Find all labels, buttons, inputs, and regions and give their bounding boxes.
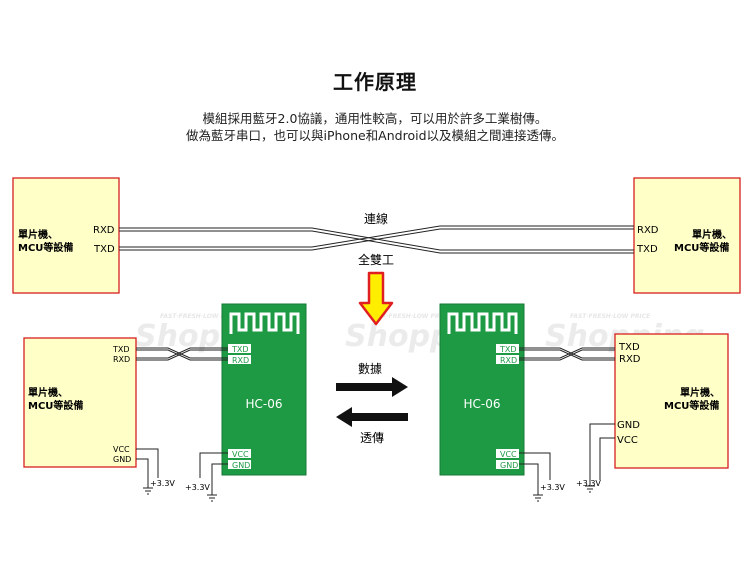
left-module-board — [221, 303, 307, 476]
right-module-pin-rxd: RXD — [500, 356, 517, 365]
top-left-pin-txd: TXD — [93, 244, 115, 255]
right-mcu-supply: +3.3V — [576, 479, 601, 488]
bottom-left-mcu-pin-vcc: VCC — [113, 445, 130, 454]
data-label: 數據 — [358, 362, 382, 376]
description-line-1: 模組採用藍牙2.0協議，通用性較高，可以用於許多工業樹傳。 — [202, 111, 548, 126]
bottom-right-mcu-pin-vcc: VCC — [617, 435, 638, 446]
bottom-left-mcu-line1: 單片機、 — [28, 386, 68, 399]
duplex-label: 全雙工 — [358, 252, 394, 267]
bottom-left-mcu-line2: MCU等設備 — [28, 399, 83, 412]
watermark-tagline-1: FAST·FRESH·LOW PRICE — [160, 313, 241, 320]
right-module-name: HC-06 — [463, 397, 500, 411]
watermark-tagline-3: FAST·FRESH·LOW PRICE — [570, 313, 651, 320]
connection-label: 連線 — [364, 211, 388, 226]
bottom-left-mcu-pin-gnd: GND — [113, 455, 131, 464]
left-module-pin-rxd: RXD — [232, 356, 249, 365]
top-right-device-line2: MCU等設備 — [674, 241, 729, 254]
bottom-left-mcu-box — [23, 337, 137, 468]
left-module-antenna-icon — [229, 312, 300, 334]
top-left-device-line2: MCU等設備 — [18, 241, 73, 254]
bottom-right-mcu-box — [614, 333, 729, 469]
bottom-left-mcu-pin-rxd: RXD — [113, 355, 130, 364]
left-arrow-icon — [336, 407, 408, 427]
top-right-pin-rxd: RXD — [637, 225, 659, 236]
left-module-name: HC-06 — [245, 397, 282, 411]
top-left-device-line1: 單片機、 — [18, 228, 58, 241]
right-module-board — [439, 303, 525, 476]
top-right-device-line1: 單片機、 — [692, 228, 732, 241]
right-crossed-wires — [519, 347, 615, 361]
left-module-pin-vcc-box — [228, 449, 251, 458]
right-module-pin-gnd: GND — [500, 461, 518, 470]
bottom-right-mcu-pin-rxd: RXD — [619, 354, 641, 365]
right-module-pin-vcc-box — [496, 449, 519, 458]
bottom-left-mcu-pin-txd: TXD — [112, 345, 130, 354]
right-module-supply: +3.3V — [540, 483, 565, 492]
top-left-pin-rxd: RXD — [93, 225, 115, 236]
left-module-supply: +3.3V — [185, 483, 210, 492]
left-mcu-supply: +3.3V — [150, 479, 175, 488]
top-left-device-box — [12, 177, 120, 294]
right-module-pin-gnd-box — [496, 460, 519, 469]
bottom-right-mcu-pin-txd: TXD — [618, 342, 640, 353]
right-arrow-icon — [336, 377, 408, 397]
watermark-tagline-2: FAST·FRESH·LOW PRICE — [370, 313, 451, 320]
bottom-right-mcu-line2: MCU等設備 — [664, 399, 719, 412]
right-module-pin-txd: TXD — [499, 345, 517, 354]
left-module-pin-gnd-box — [228, 460, 251, 469]
left-module-pin-rxd-box — [228, 355, 251, 364]
top-right-device-box — [633, 177, 741, 294]
left-module-pin-txd-box — [228, 344, 251, 353]
left-crossed-wires — [136, 347, 228, 361]
right-module-pin-rxd-box — [496, 355, 519, 364]
top-crossed-wires — [119, 225, 634, 254]
right-module-pin-vcc: VCC — [500, 450, 517, 459]
left-module-pin-txd: TXD — [231, 345, 249, 354]
bottom-right-mcu-pin-gnd: GND — [617, 420, 640, 431]
bottom-right-mcu-line1: 單片機、 — [680, 386, 720, 399]
top-right-pin-txd: TXD — [636, 244, 658, 255]
right-module-antenna-icon — [447, 312, 518, 334]
description-line-2: 做為藍牙串口，也可以與iPhone和Android以及模組之間連接透傳。 — [185, 128, 565, 143]
page-title: 工作原理 — [333, 70, 417, 94]
right-module-pin-txd-box — [496, 344, 519, 353]
transfer-label: 透傳 — [360, 431, 384, 445]
right-power-wires — [519, 423, 615, 502]
left-module-pin-gnd: GND — [232, 461, 250, 470]
down-arrow-icon — [358, 271, 394, 326]
left-module-pin-vcc: VCC — [232, 450, 249, 459]
left-power-wires — [136, 448, 228, 502]
